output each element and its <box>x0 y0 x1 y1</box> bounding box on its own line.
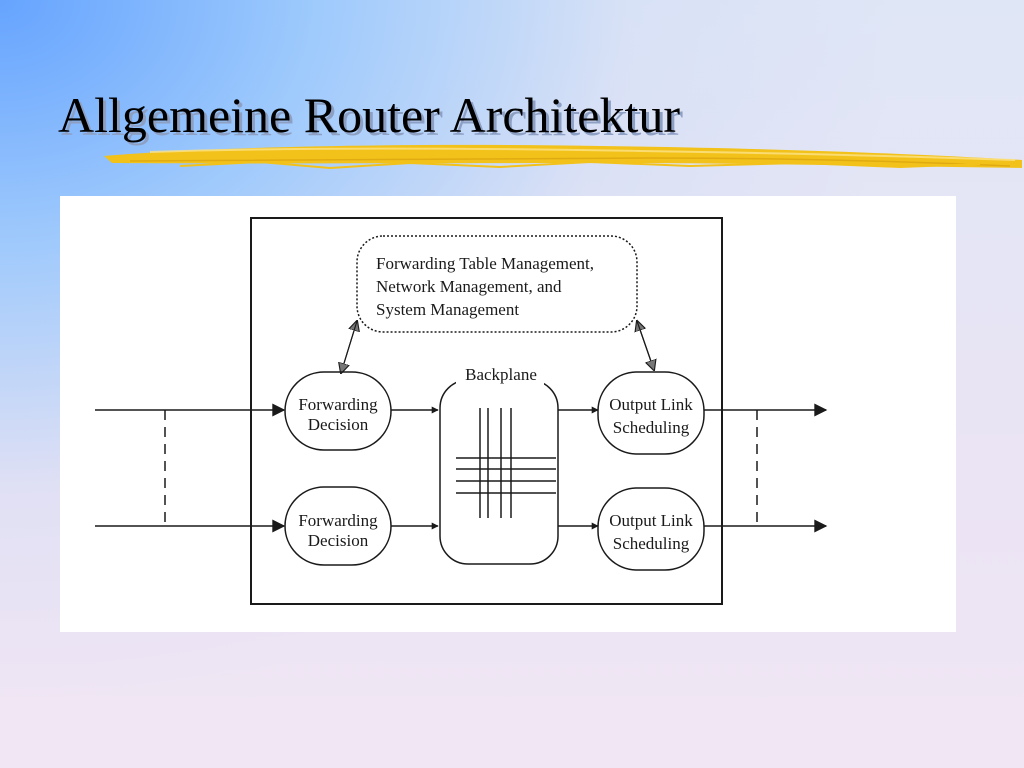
forwarding-decision-1: Forwarding Decision <box>284 371 392 451</box>
backplane: Backplane <box>439 364 559 565</box>
forwarding-decision-2-line-1: Forwarding <box>298 511 378 530</box>
backplane-crossbar <box>456 408 556 518</box>
router-architecture-diagram: Forwarding Table Management, Network Man… <box>95 217 828 605</box>
title-underline-brushstroke <box>104 144 1022 170</box>
forwarding-decision-1-line-1: Forwarding <box>298 395 378 414</box>
output-link-scheduling-1: Output Link Scheduling <box>597 371 705 455</box>
management-link-right <box>637 321 654 370</box>
output-link-scheduling-2-line-1: Output Link <box>609 511 693 530</box>
output-link-scheduling-2-line-2: Scheduling <box>613 534 690 553</box>
management-line-1: Forwarding Table Management, <box>376 254 594 273</box>
management-box: Forwarding Table Management, Network Man… <box>356 235 638 333</box>
slide-title: Allgemeine Router Architektur <box>58 87 681 143</box>
router-chassis-box <box>250 217 723 605</box>
forwarding-decision-2-line-2: Decision <box>308 531 369 550</box>
diagram-panel: Forwarding Table Management, Network Man… <box>60 196 956 632</box>
backplane-label: Backplane <box>465 365 537 384</box>
management-line-3: System Management <box>376 300 519 319</box>
output-link-scheduling-1-line-2: Scheduling <box>613 418 690 437</box>
forwarding-decision-1-line-2: Decision <box>308 415 369 434</box>
management-line-2: Network Management, and <box>376 277 562 296</box>
management-link-left <box>341 321 357 373</box>
forwarding-decision-2: Forwarding Decision <box>284 486 392 566</box>
output-link-scheduling-2: Output Link Scheduling <box>597 487 705 571</box>
output-link-scheduling-1-line-1: Output Link <box>609 395 693 414</box>
